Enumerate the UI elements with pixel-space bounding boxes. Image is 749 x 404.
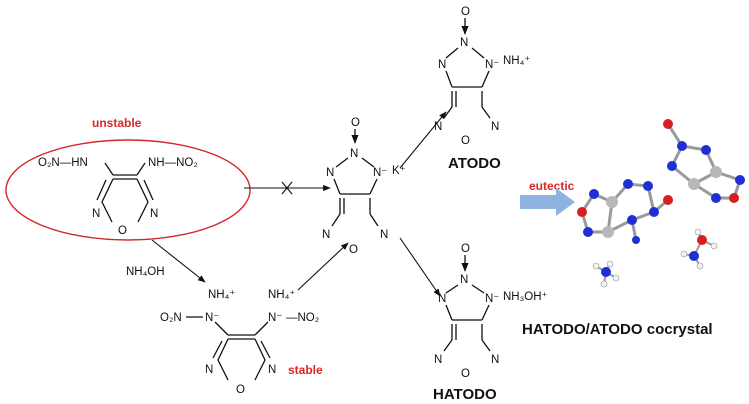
atodo-ring-o: O — [461, 135, 470, 147]
nh4-plus-left: NH₄⁺ — [208, 289, 235, 301]
nitrogen-atom — [601, 267, 611, 277]
hatodo-nh3oh-plus: NH₃OH⁺ — [503, 291, 548, 303]
unstable-label: unstable — [92, 116, 142, 130]
nitrogen-atom — [649, 207, 659, 217]
carbon-atom — [710, 166, 722, 178]
hatodo-ring-o: O — [461, 368, 470, 380]
o2n-hn-group: O₂N—HN — [38, 157, 88, 169]
nitrogen-atom — [643, 181, 653, 191]
eutectic-label: eutectic — [529, 179, 575, 193]
potassium-salt-molecule: O N N N⁻ K⁺ N N O — [322, 117, 406, 256]
nh4oh-arrow — [151, 239, 206, 283]
nitrogen-atom — [711, 193, 721, 203]
carbon-atom — [688, 178, 700, 190]
ring-n-right: N — [150, 208, 158, 220]
hydrogen-atom — [680, 250, 688, 258]
oxygen-atom — [729, 193, 739, 203]
k-salt-ring-n-left: N — [322, 229, 330, 241]
hydrogen-atom — [710, 242, 718, 250]
k-salt-ring-o: O — [349, 244, 358, 256]
dinitramino-furazan-molecule: O₂N—HN NH—NO₂ N N O — [38, 157, 198, 237]
oxygen-atom — [663, 195, 673, 205]
k-salt-oxide-o: O — [351, 117, 360, 129]
o2n-group: O₂N — [160, 312, 182, 324]
atodo-n-left: N — [438, 59, 446, 71]
to-hatodo-arrow — [399, 237, 441, 297]
nitrogen-atom — [632, 236, 640, 244]
cocrystal-bonds-top — [666, 123, 742, 200]
k-salt-ring-n-right: N — [380, 229, 388, 241]
hydrogen-atom — [592, 262, 600, 270]
cocrystal-model — [577, 119, 745, 288]
nitrogen-atom — [677, 141, 687, 151]
nitrogen-atom — [701, 145, 711, 155]
nh4oh-label: NH₄OH — [126, 266, 165, 278]
blocked-arrow — [244, 181, 331, 195]
nitrogen-atom — [583, 227, 593, 237]
nitrogen-atom — [689, 251, 699, 261]
n-minus-left: N⁻ — [205, 312, 219, 324]
nitrogen-atom — [735, 175, 745, 185]
nitrogen-atom — [667, 161, 677, 171]
salt-ring-n-right: N — [268, 364, 276, 376]
atodo-n-minus: N⁻ — [485, 59, 499, 71]
to-atodo-arrow — [399, 111, 447, 169]
atodo-ring-n-left: N — [434, 121, 442, 133]
hatodo-ring-n-right: N — [491, 354, 499, 366]
hatodo-n-left: N — [438, 293, 446, 305]
hatodo-label: HATODO — [433, 386, 497, 403]
carbon-atom — [602, 226, 614, 238]
hydrogen-atom — [696, 262, 704, 270]
salt-ring-o: O — [236, 384, 245, 396]
k-salt-n-top: N — [350, 148, 358, 160]
cocrystal-label: HATODO/ATODO cocrystal — [522, 321, 713, 338]
hatodo-ring-n-left: N — [434, 354, 442, 366]
hydrogen-atom — [600, 280, 608, 288]
nitrogen-atom — [589, 189, 599, 199]
salt-ring-n-left: N — [205, 364, 213, 376]
nh4-plus-right: NH₄⁺ — [268, 289, 295, 301]
ring-n-left: N — [92, 208, 100, 220]
oxygen-atom — [577, 207, 587, 217]
hatodo-molecule: O N N N⁻ NH₃OH⁺ N N O — [434, 243, 548, 380]
hydrogen-atom — [694, 228, 702, 236]
atodo-ring-n-right: N — [491, 121, 499, 133]
eutectic-arrow — [520, 188, 575, 216]
no2-group: —NO₂ — [286, 312, 319, 324]
hatodo-oxide-o: O — [461, 243, 470, 255]
atodo-nh4-plus: NH₄⁺ — [503, 55, 530, 67]
to-k-salt-arrow — [297, 242, 349, 291]
carbon-atom — [606, 196, 618, 208]
atodo-label: ATODO — [448, 155, 501, 172]
nitrogen-atom — [623, 179, 633, 189]
hatodo-n-top: N — [460, 274, 468, 286]
stable-label: stable — [288, 363, 323, 377]
oxygen-atom — [697, 235, 707, 245]
hydrogen-atom — [612, 274, 620, 282]
k-salt-n-minus: N⁻ — [373, 167, 387, 179]
ammonium-salt-molecule: NH₄⁺ NH₄⁺ O₂N N⁻ N⁻ —NO₂ N N O — [160, 289, 319, 396]
nh-no2-group: NH—NO₂ — [148, 157, 198, 169]
unstable-highlight-ellipse — [5, 139, 251, 241]
nitrogen-atom — [627, 215, 637, 225]
atodo-oxide-o: O — [461, 6, 470, 18]
atodo-molecule: O N N N⁻ NH₄⁺ N N O — [434, 6, 530, 147]
k-plus: K⁺ — [392, 165, 406, 177]
n-minus-right: N⁻ — [268, 312, 282, 324]
oxygen-atom — [663, 119, 673, 129]
hatodo-n-minus: N⁻ — [485, 293, 499, 305]
ring-o: O — [118, 225, 127, 237]
atodo-n-top: N — [460, 37, 468, 49]
k-salt-n-left: N — [326, 167, 334, 179]
hydrogen-atom — [606, 260, 614, 268]
